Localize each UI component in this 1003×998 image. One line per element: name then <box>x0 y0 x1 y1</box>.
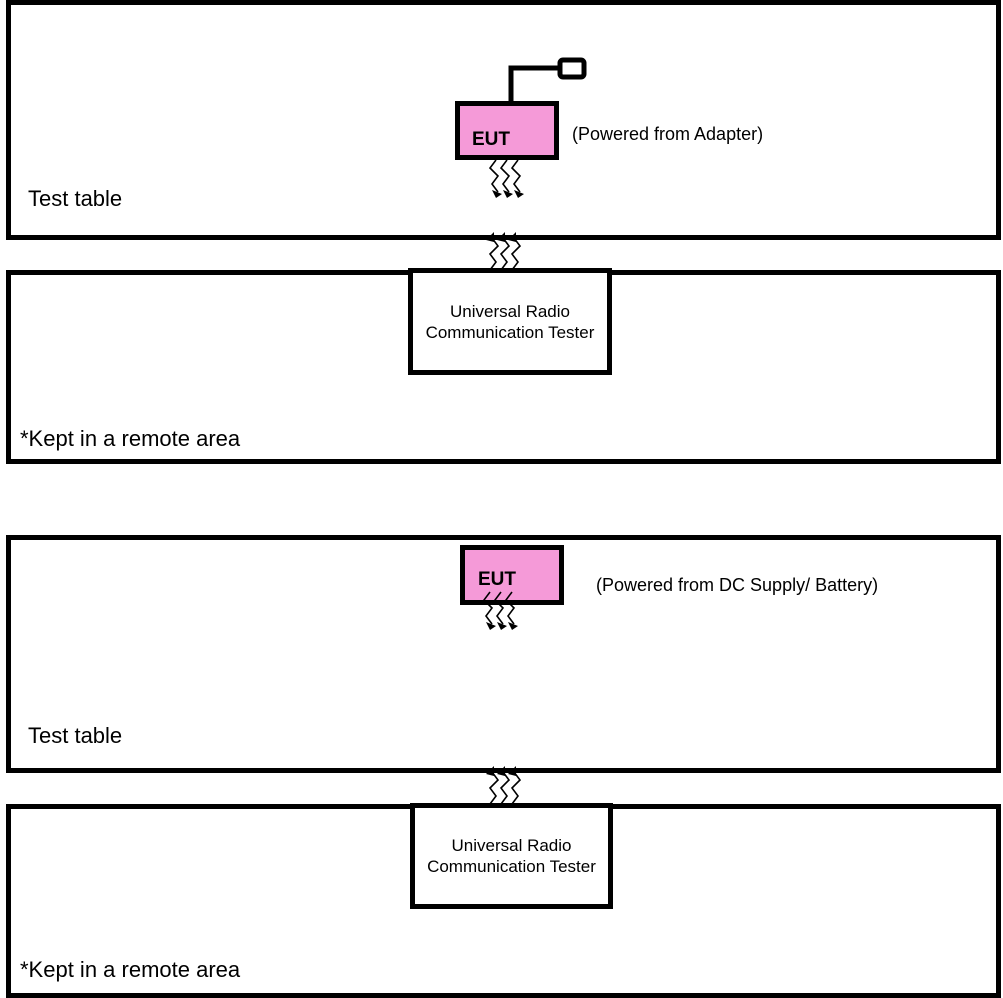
test-table-label-1: Test table <box>28 186 123 211</box>
power-note-2: (Powered from DC Supply/ Battery) <box>596 575 879 595</box>
eut-label-2: EUT <box>478 569 516 590</box>
adapter-cable-icon <box>508 57 587 106</box>
eut-label-1: EUT <box>472 129 510 150</box>
power-note-1: (Powered from Adapter) <box>572 124 764 144</box>
eut-box-2 <box>460 545 564 605</box>
signal-arrows-icon-2 <box>482 591 518 630</box>
radio-tester-2: Universal Radio Communication Tester <box>410 803 613 909</box>
remote-note-2: *Kept in a remote area <box>20 957 241 982</box>
radio-tester-1: Universal Radio Communication Tester <box>408 268 612 375</box>
signal-arrows-up-icon-1 <box>486 232 522 271</box>
signal-arrows-icon-1 <box>488 159 524 198</box>
signal-arrows-up-icon-2 <box>486 766 522 805</box>
eut-box-1 <box>455 101 559 160</box>
test-table-label-2: Test table <box>28 723 123 748</box>
remote-note-1: *Kept in a remote area <box>20 426 241 451</box>
